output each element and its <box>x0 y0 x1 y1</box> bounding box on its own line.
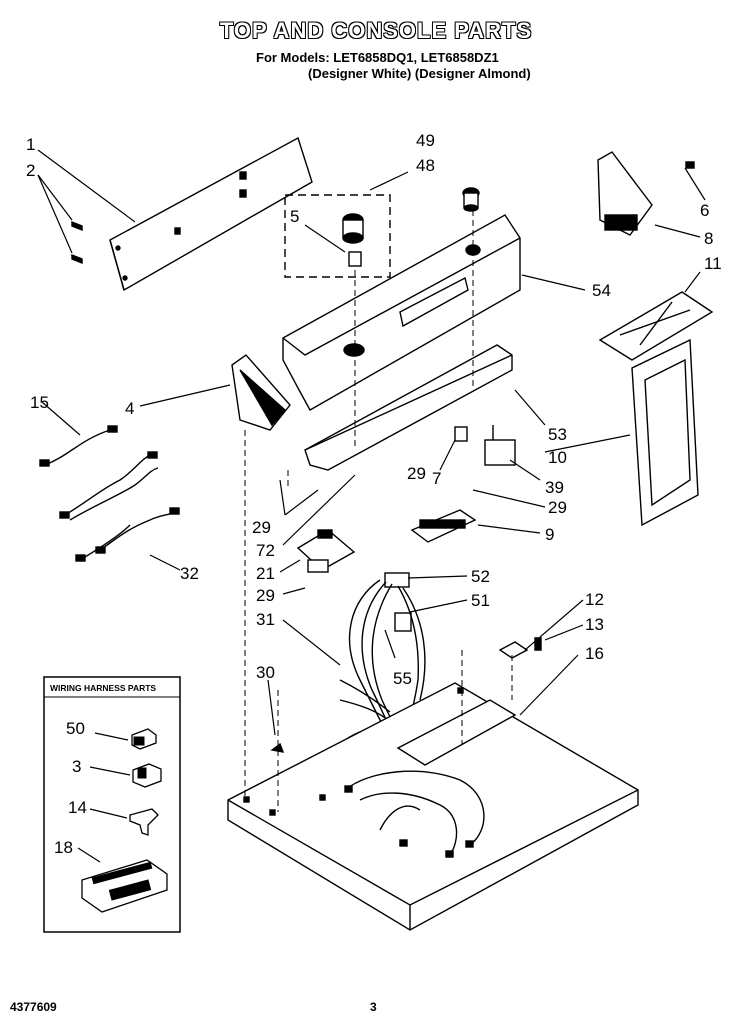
side-bracket <box>597 151 653 236</box>
callout-51: 51 <box>471 591 490 610</box>
callout-labels: 1 2 49 48 5 6 8 11 54 15 4 53 10 29 7 39… <box>26 131 722 688</box>
screw-6 <box>685 161 695 169</box>
top-panel <box>227 682 639 931</box>
callout-15: 15 <box>30 393 49 412</box>
wire-15 <box>44 429 111 466</box>
callout-29a: 29 <box>407 464 426 483</box>
knob-group-box <box>284 194 391 278</box>
callout-29c: 29 <box>548 498 567 517</box>
end-cap <box>231 354 291 431</box>
callout-7: 7 <box>432 469 441 488</box>
callout-72: 72 <box>256 541 275 560</box>
top-panel-harness <box>344 770 485 858</box>
part-18 <box>77 847 168 913</box>
callout-2: 2 <box>26 161 35 180</box>
connector-52 <box>384 572 410 588</box>
callout-54: 54 <box>592 281 611 300</box>
leader-lines <box>37 149 706 736</box>
rear-bracket <box>109 136 313 292</box>
callout-29b: 29 <box>252 518 271 537</box>
callout-39: 39 <box>545 478 564 497</box>
callout-6: 6 <box>700 201 709 220</box>
light-lens <box>598 291 714 361</box>
terminal-block <box>410 509 477 543</box>
part-3 <box>132 763 162 788</box>
callout-53: 53 <box>548 425 567 444</box>
doc-number: 4377609 <box>10 1000 57 1014</box>
console-panel <box>282 214 521 411</box>
callout-31: 31 <box>256 610 275 629</box>
callout-30: 30 <box>256 663 275 682</box>
timer-knob <box>342 213 364 267</box>
callout-12: 12 <box>585 590 604 609</box>
callout-8: 8 <box>704 229 713 248</box>
timer <box>296 529 356 573</box>
inset-callout-50: 50 <box>66 719 85 738</box>
screws-2 <box>71 220 83 265</box>
callout-32: 32 <box>180 564 199 583</box>
harness-32 <box>59 451 180 562</box>
page-title: TOP AND CONSOLE PARTS <box>219 18 533 43</box>
switch-39 <box>484 425 516 466</box>
callout-16: 16 <box>585 644 604 663</box>
callout-1: 1 <box>26 135 35 154</box>
inset-title: WIRING HARNESS PARTS <box>50 683 157 693</box>
inset-callouts: 50 3 14 18 <box>54 719 87 857</box>
callout-55: 55 <box>393 669 412 688</box>
callout-52: 52 <box>471 567 490 586</box>
switch-7 <box>454 426 468 442</box>
connector-51 <box>394 612 412 632</box>
bracket-12 <box>498 641 529 659</box>
inset-callout-14: 14 <box>68 798 87 817</box>
page-number: 3 <box>370 1000 377 1014</box>
callout-49: 49 <box>416 131 435 150</box>
knob-49 <box>462 187 480 212</box>
callout-5: 5 <box>290 207 299 226</box>
models-line: For Models: LET6858DQ1, LET6858DZ1 <box>256 50 499 65</box>
callout-9: 9 <box>545 525 554 544</box>
callout-10: 10 <box>548 448 567 467</box>
callout-4: 4 <box>125 399 134 418</box>
part-14 <box>129 808 159 836</box>
callout-48: 48 <box>416 156 435 175</box>
guide-lines <box>244 210 513 812</box>
wiring-harness-inset <box>43 676 181 933</box>
mounting-bracket <box>304 344 513 471</box>
screw-13 <box>534 637 542 651</box>
colors-line: (Designer White) (Designer Almond) <box>308 66 531 81</box>
inset-callout-18: 18 <box>54 838 73 857</box>
inset-callout-3: 3 <box>72 757 81 776</box>
callout-11: 11 <box>704 254 722 273</box>
callout-13: 13 <box>585 615 604 634</box>
light-frame <box>631 338 699 527</box>
callout-29d: 29 <box>256 586 275 605</box>
callout-21: 21 <box>256 564 275 583</box>
